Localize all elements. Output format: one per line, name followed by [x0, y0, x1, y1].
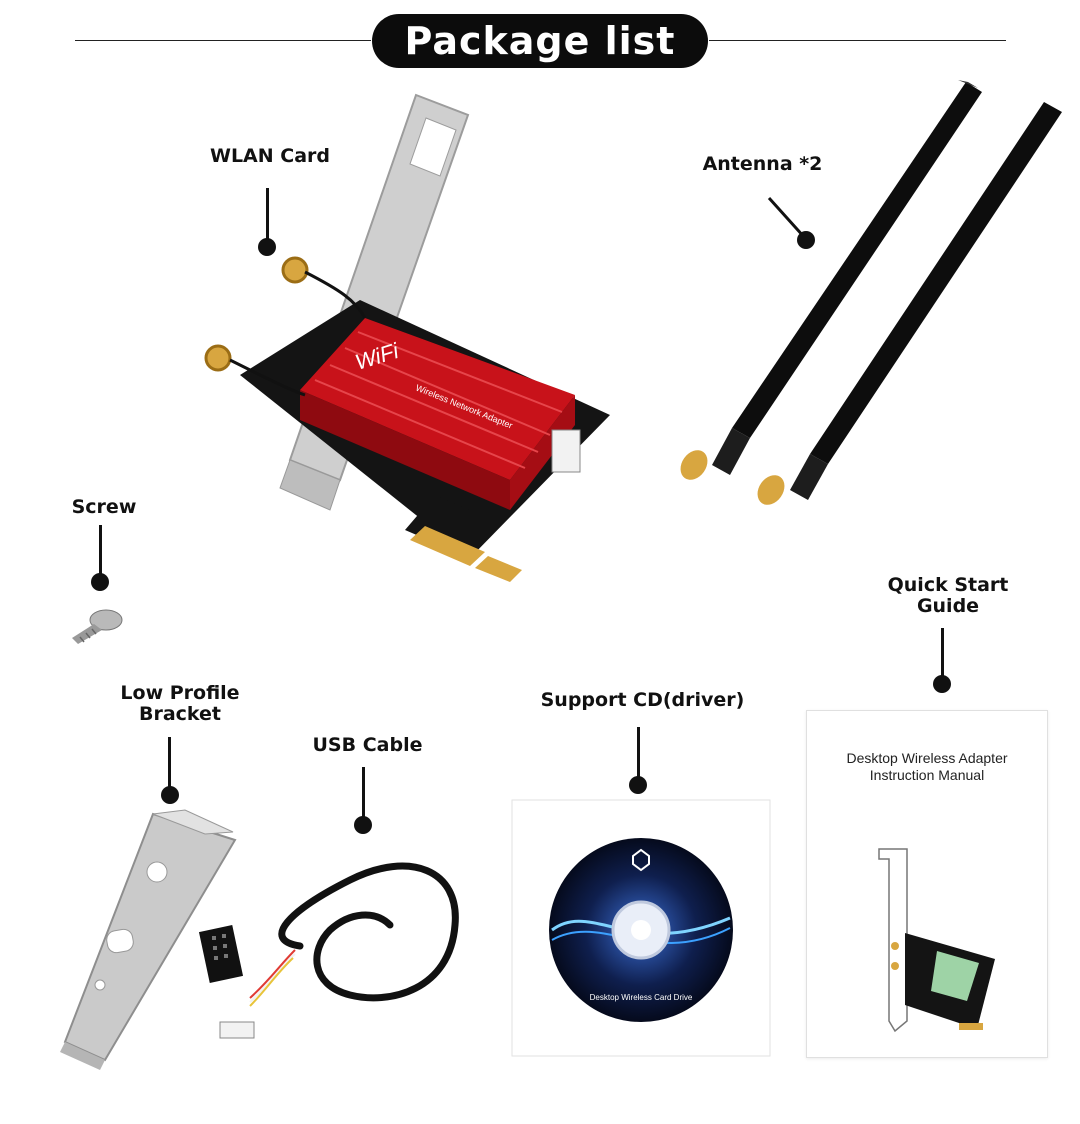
low-profile-pointer — [168, 737, 171, 789]
low-profile-pointer-dot — [161, 786, 179, 804]
manual-title-line2: Instruction Manual — [869, 767, 985, 783]
quick-start-guide-image: Desktop Wireless Adapter Instruction Man… — [806, 710, 1048, 1058]
support-cd-image: Desktop Wireless Card Drive — [511, 799, 771, 1057]
quick-start-label-line2: Guide — [916, 595, 980, 617]
antenna-label: Antenna *2 — [702, 153, 823, 175]
usb-cable-pointer-dot — [354, 816, 372, 834]
low-profile-label-line2: Bracket — [138, 703, 222, 725]
manual-title-line1: Desktop Wireless Adapter — [846, 750, 1008, 766]
wlan-card-label: WLAN Card — [209, 145, 331, 167]
screw-pointer-dot — [91, 573, 109, 591]
usb-cable-image — [198, 862, 459, 1039]
wlan-card-pointer-dot — [258, 238, 276, 256]
header-rule-left — [75, 40, 371, 41]
usb-cable-label: USB Cable — [312, 734, 423, 756]
support-cd-pointer — [637, 727, 640, 779]
antenna-image — [680, 80, 1062, 505]
screw-image — [72, 609, 123, 644]
wlan-card-image: WiFi Wireless Network Adapter — [204, 93, 610, 582]
quick-start-pointer-dot — [933, 675, 951, 693]
usb-cable-pointer — [362, 767, 365, 819]
low-profile-bracket-image — [60, 809, 237, 1070]
low-profile-label-line1: Low Profile — [120, 682, 240, 704]
manual-card-illustration — [878, 848, 995, 1033]
cd-label-text: Desktop Wireless Card Drive — [590, 993, 693, 1002]
wlan-card-pointer — [266, 188, 269, 240]
quick-start-label-line1: Quick Start — [887, 574, 1009, 596]
page-title: Package list — [372, 14, 708, 68]
support-cd-pointer-dot — [629, 776, 647, 794]
support-cd-label: Support CD(driver) — [540, 689, 745, 711]
header-rule-right — [709, 40, 1006, 41]
quick-start-pointer — [941, 628, 944, 678]
screw-label: Screw — [71, 496, 137, 518]
screw-pointer — [99, 525, 102, 575]
